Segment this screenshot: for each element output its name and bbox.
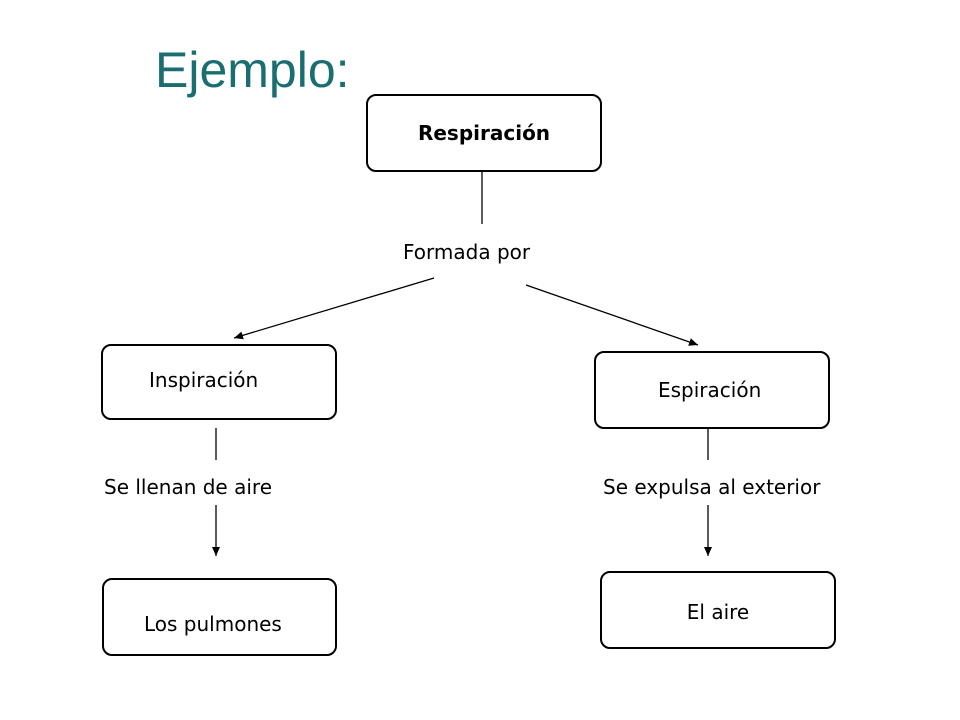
node-el-aire-label: El aire bbox=[686, 600, 750, 624]
page-title: Ejemplo: bbox=[155, 42, 350, 98]
node-los-pulmones-label: Los pulmones bbox=[144, 612, 282, 636]
link-label-se-expulsa-al-exterior: Se expulsa al exterior bbox=[603, 475, 821, 499]
node-respiracion-label: Respiración bbox=[417, 121, 551, 145]
node-inspiracion: Inspiración bbox=[101, 344, 337, 420]
node-el-aire: El aire bbox=[600, 571, 836, 649]
node-respiracion: Respiración bbox=[366, 94, 602, 172]
arrow-to-espiracion bbox=[525, 284, 699, 346]
link-label-formada-por: Formada por bbox=[403, 240, 531, 264]
node-espiracion-label: Espiración bbox=[658, 378, 762, 402]
link-label-se-llenan-de-aire: Se llenan de aire bbox=[104, 475, 272, 499]
node-espiracion: Espiración bbox=[594, 351, 830, 429]
node-los-pulmones: Los pulmones bbox=[102, 578, 337, 656]
arrow-to-inspiracion bbox=[233, 277, 435, 340]
node-inspiracion-label: Inspiración bbox=[149, 368, 259, 392]
